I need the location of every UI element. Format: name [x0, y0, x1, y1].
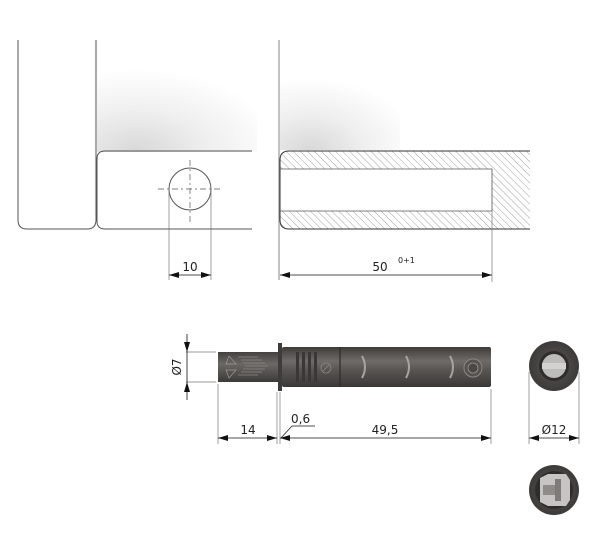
dimension-body-length: 49,5 — [372, 423, 399, 437]
body-highlight — [405, 355, 410, 379]
flange — [278, 343, 282, 391]
section-view-drill-hole: 50 0+1 — [278, 40, 530, 282]
dimension-hole-diameter: 10 — [182, 260, 197, 274]
side-panel-outline — [17, 40, 97, 230]
body-highlight — [449, 355, 454, 379]
body-grip-ribs — [296, 352, 317, 382]
dimension-body-diameter: Ø12 — [542, 423, 567, 437]
body-highlight — [361, 355, 366, 379]
leader-line — [280, 425, 293, 439]
top-view-panel-corner: 10 — [17, 40, 257, 280]
plunger — [218, 352, 278, 382]
bottom-panel-outline — [96, 150, 252, 230]
bore-outline — [280, 168, 493, 212]
latch-body — [282, 347, 491, 387]
screw-symbol-icon — [320, 362, 332, 374]
end-view-front: Ø12 — [528, 341, 580, 444]
hatched-material — [280, 151, 530, 229]
shading — [97, 60, 257, 152]
section-outline — [279, 150, 530, 230]
dimension-flange-thickness: 0,6 — [291, 412, 310, 426]
dimension-bore-depth: 50 — [372, 260, 387, 274]
arrow-symbol-icon — [225, 355, 237, 379]
dimension-bore-tolerance: 0+1 — [398, 256, 415, 265]
plunger-ribs — [238, 356, 268, 376]
dimension-plunger-length: 14 — [240, 423, 255, 437]
shading — [280, 70, 400, 150]
end-view-back — [529, 465, 579, 515]
side-view-push-latch: Ø7 — [170, 334, 492, 444]
dimension-plunger-diameter: Ø7 — [170, 358, 184, 375]
